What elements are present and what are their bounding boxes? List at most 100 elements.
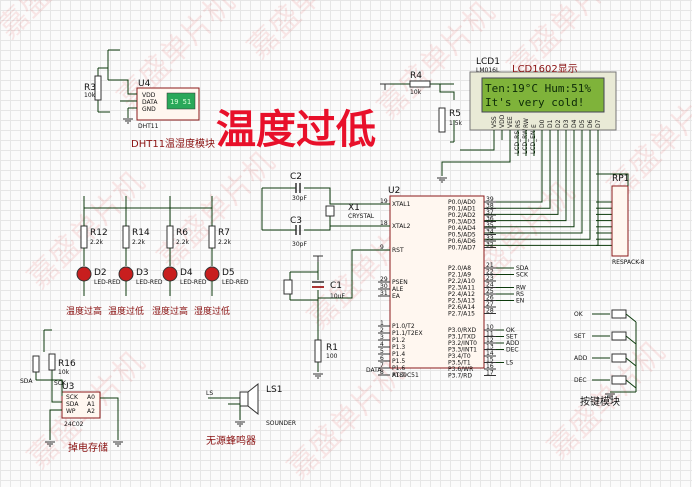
mcu-pin-label: P2.1/A9 bbox=[448, 272, 471, 279]
mcu-pin-number: 1 bbox=[380, 320, 384, 327]
mcu-pin-label: XTAL1 bbox=[392, 201, 411, 208]
led-resistor[interactable] bbox=[208, 225, 216, 249]
mcu-pin-label: PSEN bbox=[392, 279, 408, 286]
mcu-pin-label: P2.5/A13 bbox=[448, 298, 475, 305]
key-label: ADD bbox=[574, 355, 588, 362]
mcu-pin-number: 7 bbox=[380, 362, 384, 369]
mcu-pin-label: P3.4/T0 bbox=[448, 353, 471, 360]
buzzer-net: LS bbox=[206, 390, 213, 397]
led-resistor[interactable] bbox=[80, 225, 88, 249]
mcu-pin-label: P2.4/A12 bbox=[448, 291, 475, 298]
dht11-ref: U4 bbox=[138, 79, 151, 89]
key-label: DEC bbox=[574, 377, 587, 384]
led-red[interactable] bbox=[204, 266, 220, 282]
r3-resistor[interactable] bbox=[94, 75, 102, 101]
mcu-pin-label: P1.7 bbox=[392, 372, 405, 379]
mcu-pin-number: 8 bbox=[380, 369, 384, 376]
dht11-display bbox=[166, 92, 196, 110]
mcu-pin-label: P0.5/AD5 bbox=[448, 232, 476, 239]
lcd-pin-label: RS bbox=[515, 120, 522, 128]
mcu-pin-number: 34 bbox=[486, 229, 494, 236]
lcd-pin-label: VEE bbox=[507, 116, 514, 128]
mcu-pin-label: P0.2/AD2 bbox=[448, 212, 476, 219]
key-button[interactable] bbox=[611, 331, 627, 341]
mcu-pin-number: 10 bbox=[486, 324, 494, 331]
mcu-at89c51[interactable]: U2 AT89C51 bbox=[388, 186, 485, 379]
mcu-model: AT89C51 bbox=[392, 372, 419, 379]
led-resistor-value: 2.2k bbox=[90, 239, 104, 246]
dht11-pin-data: DATA bbox=[142, 99, 158, 106]
r5-resistor[interactable] bbox=[438, 107, 446, 133]
r16-ref: R16 bbox=[58, 359, 76, 369]
mcu-pin-number: 38 bbox=[486, 203, 494, 210]
c2-value: 30pF bbox=[292, 195, 307, 202]
mcu-pin-label: EA bbox=[392, 293, 401, 300]
key-label: SET bbox=[574, 333, 586, 340]
eeprom-model: 24C02 bbox=[64, 421, 84, 428]
lcd-pin-label: D1 bbox=[547, 119, 554, 128]
mcu-pin-label: P1.5 bbox=[392, 358, 405, 365]
watermark: 嘉盛单片机 bbox=[0, 0, 122, 46]
mcu-pin-number: 3 bbox=[380, 334, 384, 341]
mcu-net-label: SET bbox=[506, 334, 518, 341]
led-red[interactable] bbox=[118, 266, 134, 282]
power-icon bbox=[312, 255, 324, 263]
key-label: OK bbox=[574, 311, 584, 318]
key-module: OK SET ADD DEC bbox=[574, 309, 637, 389]
r5-ref: R5 bbox=[449, 109, 461, 119]
mcu-pin-number: 4 bbox=[380, 341, 384, 348]
crystal-x1[interactable] bbox=[325, 205, 335, 217]
r16-resistor[interactable] bbox=[32, 355, 40, 373]
c2-ref: C2 bbox=[290, 172, 302, 182]
c3-ref: C3 bbox=[290, 216, 302, 226]
mcu-pin-label: P3.6/WR bbox=[448, 366, 473, 373]
mcu-pin-label: XTAL2 bbox=[392, 223, 411, 230]
led-red[interactable] bbox=[162, 266, 178, 282]
mcu-pin-number: 15 bbox=[486, 357, 494, 364]
led-caption: 温度过高 bbox=[66, 305, 102, 317]
mcu-pin-number: 6 bbox=[380, 355, 384, 362]
key-button[interactable] bbox=[611, 309, 627, 319]
mcu-net-label: RW bbox=[516, 285, 526, 292]
led-resistor[interactable] bbox=[166, 225, 174, 249]
mcu-pin-number: 18 bbox=[380, 220, 388, 227]
r16b-resistor[interactable] bbox=[48, 353, 56, 371]
x1-value: CRYSTAL bbox=[348, 213, 375, 220]
buzzer-ls1[interactable]: LS1 SOUNDER 无源蜂鸣器 bbox=[206, 382, 296, 447]
r5-value: 1.5k bbox=[449, 120, 463, 127]
led-red[interactable] bbox=[76, 266, 92, 282]
r1-value: 100 bbox=[326, 353, 338, 360]
r4-ref: R4 bbox=[410, 71, 422, 81]
lcd-pin-label: D7 bbox=[595, 119, 602, 128]
status-banner: 温度过低 bbox=[216, 107, 376, 153]
mcu-pin-label: P1.1/T2EX bbox=[392, 330, 423, 337]
led-model: LED-RED bbox=[136, 279, 163, 286]
led-ref: D2 bbox=[94, 268, 107, 278]
buzzer-caption: 无源蜂鸣器 bbox=[206, 434, 256, 447]
led-model: LED-RED bbox=[180, 279, 207, 286]
dht11-module[interactable]: 19 51 VDD DATA GND U4 DHT11 DHT11温湿度模块 bbox=[131, 79, 215, 150]
led-resistor[interactable] bbox=[122, 225, 130, 249]
key-button[interactable] bbox=[611, 375, 627, 385]
mcu-pin-label: P0.1/AD1 bbox=[448, 206, 476, 213]
mcu-pin-number: 28 bbox=[486, 308, 494, 315]
eeprom-24c02[interactable]: SCK SDA WP A0 A1 A2 U3 24C02 掉电存储 bbox=[61, 382, 108, 454]
key-button[interactable] bbox=[611, 353, 627, 363]
lcd-pin-label: D3 bbox=[563, 119, 570, 128]
reset-button[interactable] bbox=[283, 279, 293, 295]
r1-ref: R1 bbox=[326, 343, 338, 353]
mcu-pin-number: 21 bbox=[486, 262, 494, 269]
led-model: LED-RED bbox=[222, 279, 249, 286]
rp1-ref: RP1 bbox=[612, 174, 629, 184]
led-caption: 湿度过低 bbox=[194, 305, 230, 317]
mcu-pin-number: 26 bbox=[486, 295, 494, 302]
mcu-pin-number: 11 bbox=[486, 331, 494, 338]
r3-value: 10k bbox=[84, 92, 96, 99]
r1-resistor[interactable] bbox=[314, 339, 322, 363]
respack-rp1[interactable]: RP1 RESPACK-8 bbox=[611, 174, 645, 266]
lcd1602-display[interactable]: Ten:19°C Hum:51% It's very cold! LCD1 LM… bbox=[469, 57, 617, 131]
mcu-pin-number: 39 bbox=[486, 196, 494, 203]
r4-resistor[interactable] bbox=[409, 80, 431, 88]
c1-ref: C1 bbox=[330, 281, 342, 291]
